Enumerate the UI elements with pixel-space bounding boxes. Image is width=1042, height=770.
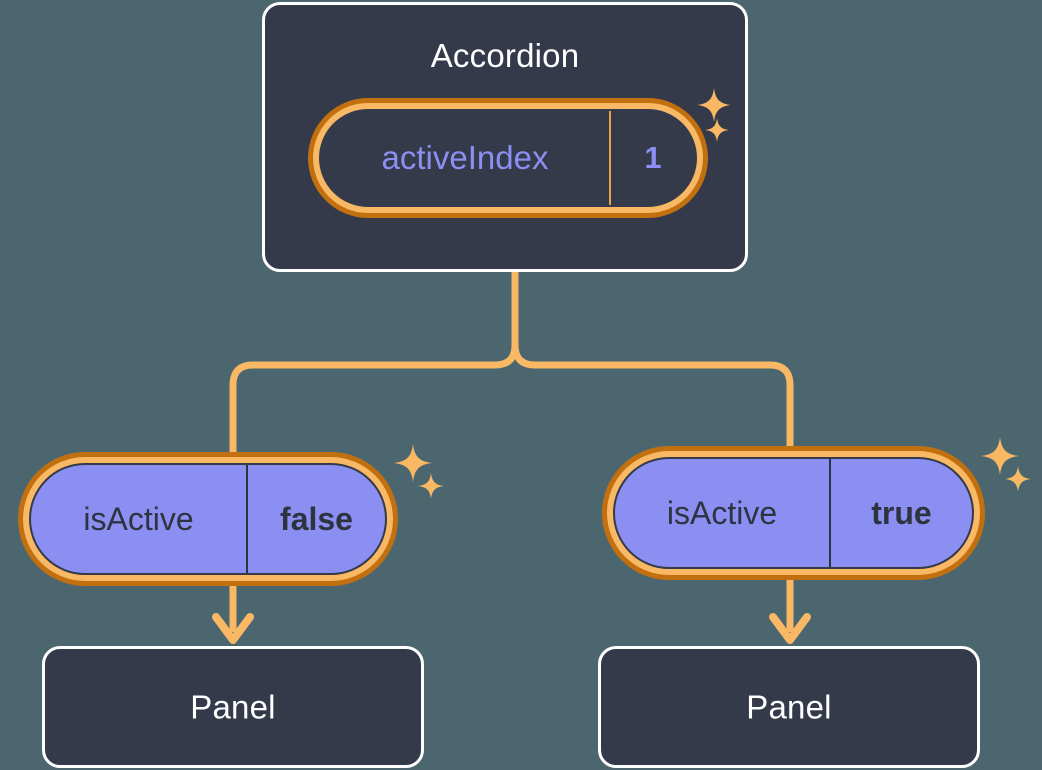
state-pill-is-active-true[interactable]: isActive true	[602, 446, 985, 580]
component-card-panel-right[interactable]: Panel	[598, 646, 980, 768]
state-value-is-active-left: false	[246, 465, 385, 573]
component-title-panel-left: Panel	[190, 688, 276, 726]
component-title-panel-right: Panel	[746, 688, 832, 726]
state-key-is-active-left: isActive	[83, 500, 194, 537]
edge-accordion-to-branches	[229, 268, 519, 459]
state-pill-is-active-false[interactable]: isActive false	[18, 452, 398, 586]
state-pill-ring: isActive true	[607, 451, 980, 575]
edge-accordion-to-branch-right	[511, 268, 794, 454]
sparkle-icon	[394, 444, 432, 482]
sparkle-icon	[981, 437, 1019, 475]
state-pill-active-index[interactable]: activeIndex 1	[308, 98, 708, 218]
state-key-active-index: activeIndex	[321, 111, 611, 205]
state-pill-ring: isActive false	[23, 457, 393, 581]
sparkle-icon	[418, 473, 444, 499]
state-key-is-active-right: isActive	[666, 494, 778, 531]
sparkle-icon	[1005, 466, 1031, 492]
state-pill-body: activeIndex 1	[319, 109, 697, 207]
component-title-accordion: Accordion	[430, 37, 580, 74]
arrowhead-right-icon	[769, 613, 811, 644]
state-value-active-index: 1	[644, 140, 662, 175]
arrowhead-left-icon	[212, 613, 254, 644]
component-card-panel-left[interactable]: Panel	[42, 646, 424, 768]
state-pill-body: isActive false	[29, 463, 387, 575]
state-pill-ring: activeIndex 1	[313, 103, 703, 213]
state-pill-body: isActive true	[613, 457, 974, 569]
state-value-is-active-right: true	[829, 459, 972, 567]
